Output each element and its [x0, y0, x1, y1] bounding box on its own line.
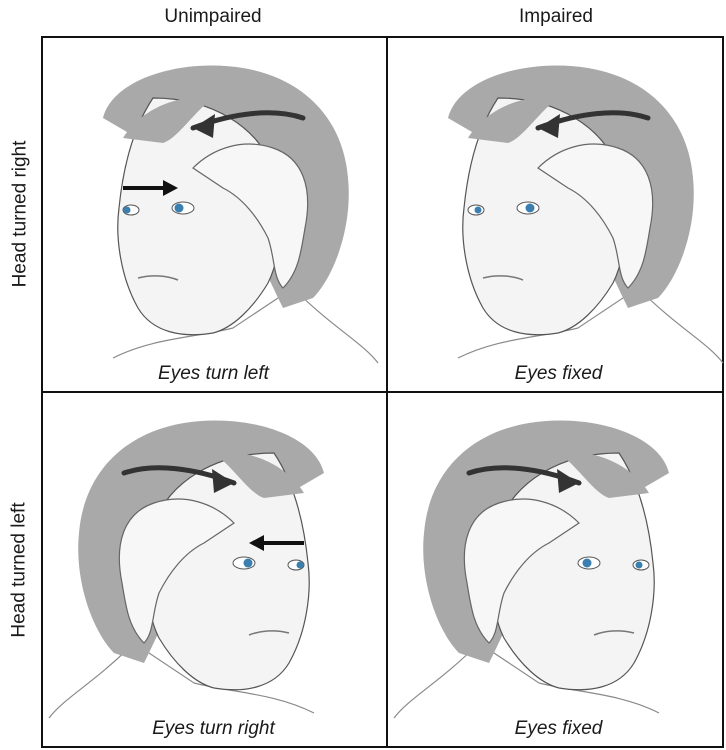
illustration-head-left-unimpaired — [43, 393, 384, 744]
caption-bottom-left: Eyes turn right — [43, 718, 384, 740]
illustration-head-right-impaired — [388, 38, 726, 389]
illustration-head-right-unimpaired — [43, 38, 384, 389]
panel-head-left-unimpaired: Eyes turn right — [43, 393, 384, 744]
caption-bottom-right: Eyes fixed — [388, 718, 726, 740]
row-header-head-turned-right: Head turned right — [0, 38, 40, 389]
row-header-head-turned-left: Head turned left — [0, 393, 40, 746]
illustration-head-left-impaired — [388, 393, 726, 744]
caption-top-left: Eyes turn left — [43, 363, 384, 385]
comparison-grid: Eyes turn left Eyes fixed — [41, 36, 724, 748]
column-header-unimpaired: Unimpaired — [41, 6, 385, 28]
panel-head-right-unimpaired: Eyes turn left — [43, 38, 384, 389]
panel-head-right-impaired: Eyes fixed — [388, 38, 726, 389]
column-header-impaired: Impaired — [384, 6, 726, 28]
panel-head-left-impaired: Eyes fixed — [388, 393, 726, 744]
grid-divider-horizontal — [43, 391, 722, 393]
caption-top-right: Eyes fixed — [388, 363, 726, 385]
